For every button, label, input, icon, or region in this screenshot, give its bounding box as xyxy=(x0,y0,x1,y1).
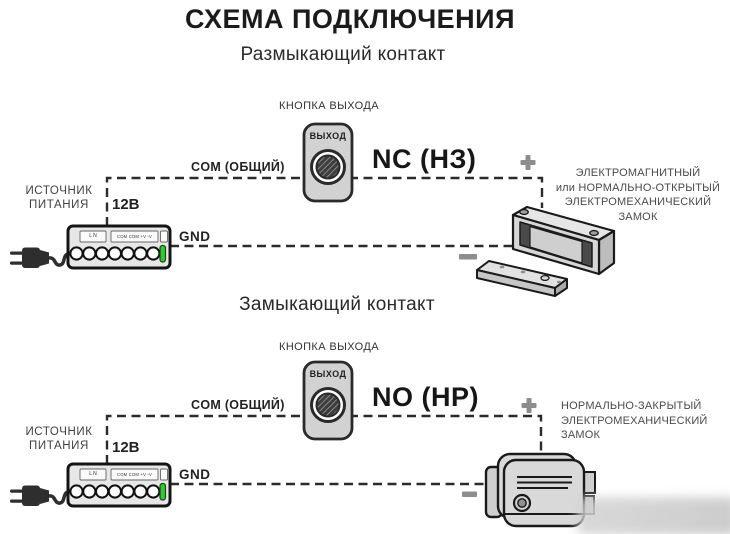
voltage-label: 12В xyxy=(112,439,140,456)
psu-terminal-plate-left: L N xyxy=(89,470,97,477)
plus-icon xyxy=(520,155,536,170)
psu-label: ИСТОЧНИК ПИТАНИЯ xyxy=(25,185,93,211)
voltage-label: 12В xyxy=(112,196,140,213)
psu-label: ИСТОЧНИК ПИТАНИЯ xyxy=(25,426,93,452)
minus-icon xyxy=(462,491,477,497)
com-wire-label: COM (ОБЩИЙ) xyxy=(191,398,285,412)
psu-terminal-plate-right: COM COM +V -V xyxy=(116,471,153,477)
plus-icon xyxy=(521,398,537,413)
gnd-label: GND xyxy=(179,229,211,244)
gnd-label: GND xyxy=(179,467,211,482)
psu-terminal-plate-left: L N xyxy=(89,232,97,239)
lock-caption: НОРМАЛЬНО-ЗАКРЫТЫЙ ЭЛЕКТРОМЕХАНИЧЕСКИЙ З… xyxy=(561,400,708,442)
electromagnetic-lock xyxy=(511,205,616,276)
contact-type-label: NC (НЗ) xyxy=(372,144,477,174)
page-title: СХЕМА ПОДКЛЮЧЕНИЯ xyxy=(185,4,515,34)
watermark-blur xyxy=(577,497,730,534)
com-wire-label: COM (ОБЩИЙ) xyxy=(191,160,285,174)
exit-button-label: ВЫХОД xyxy=(309,131,347,141)
screw-hole xyxy=(519,208,529,216)
minus-icon xyxy=(459,254,477,260)
electromechanical-lock xyxy=(484,452,596,528)
section1-title: Размыкающий контакт xyxy=(240,44,446,65)
armature-plate xyxy=(476,260,568,297)
exit-button-caption: КНОПКА ВЫХОДА xyxy=(279,100,379,112)
psu-terminal-plate-right: COM COM +V -V xyxy=(116,233,153,239)
section2-title: Замыкающий контакт xyxy=(239,294,435,315)
screw-hole xyxy=(589,229,599,237)
exit-button-label: ВЫХОД xyxy=(309,369,347,379)
contact-type-label: NO (НР) xyxy=(372,382,479,412)
lock-caption: ЭЛЕКТРОМАГНИТНЫЙ или НОРМАЛЬНО-ОТКРЫТЫЙ … xyxy=(555,167,721,223)
exit-button-caption: КНОПКА ВЫХОДА xyxy=(279,341,379,353)
